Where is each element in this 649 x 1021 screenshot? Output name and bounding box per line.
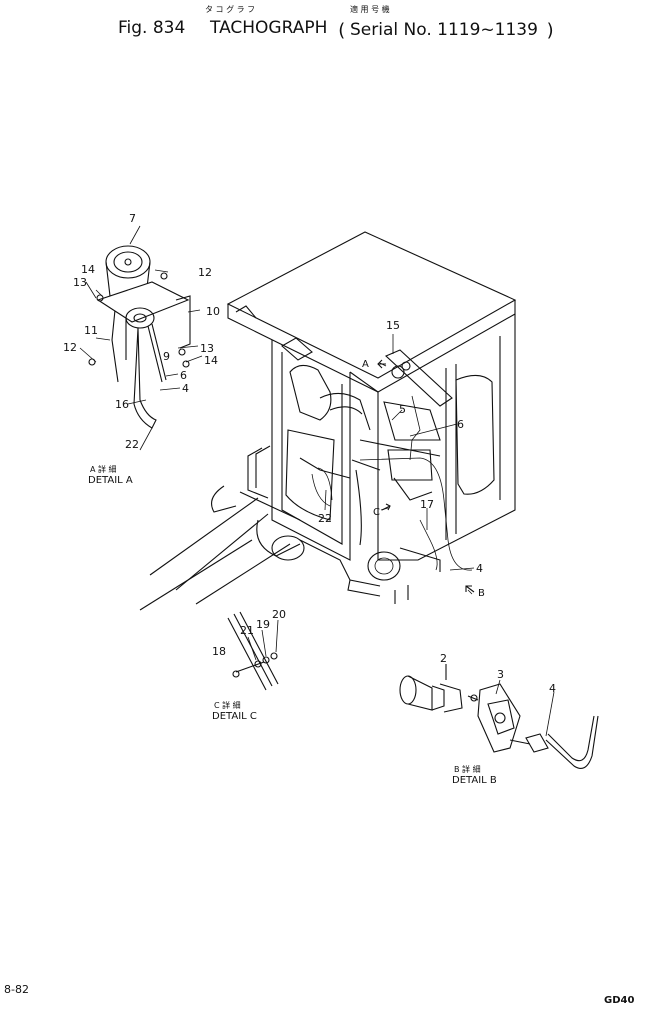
detail-a-callout-12: 12 [198,266,212,279]
detail-a-callout-10: 10 [206,305,220,318]
detail-a-callout-11: 11 [84,324,98,337]
detail-a-callout-7: 7 [129,212,136,225]
detail-a-callout-4: 4 [182,382,189,395]
detail-a-callout-14b: 14 [204,354,218,367]
detail-a-callout-12b: 12 [63,341,77,354]
callout-15: 15 [386,319,400,332]
callout-marker-a: A [362,359,369,370]
title-japanese: タ コ グ ラ フ [205,4,255,14]
detail-b-callout-2: 2 [440,652,447,665]
detail-a-callout-22: 22 [125,438,139,451]
callout-5: 5 [399,403,406,416]
detail-a-callout-14: 14 [81,263,95,276]
callout-22: 22 [318,512,332,525]
callout-6: 6 [457,418,464,431]
detail-b-callout-4: 4 [549,682,556,695]
machine-cab-drawing [139,231,517,611]
detail-a-callout-16: 16 [115,398,129,411]
title-name: TACHOGRAPH [209,18,327,38]
callout-4: 4 [476,562,483,575]
callout-marker-c: C [373,507,380,518]
detail-c-callout-20: 20 [272,608,286,621]
callout-marker-b: B [478,588,485,599]
detail-a-callout-13: 13 [73,276,87,289]
detail-c-caption-jp: C 詳 細 [214,700,241,710]
detail-c-caption: DETAIL C [212,711,257,722]
figure-title: タ コ グ ラ フ 適 用 号 機 Fig. 834 TACHOGRAPH ( … [118,4,556,41]
title-japanese-bracket: 適 用 号 機 [350,4,390,14]
model-code: GD40 [604,995,634,1006]
title-fig-number: Fig. 834 [118,18,185,38]
detail-a-callout-9: 9 [163,350,170,363]
detail-a-drawing [79,225,203,451]
detail-a-caption: DETAIL A [88,475,133,486]
title-paren-close: ) [545,20,556,41]
page-number: 8-82 [4,983,29,996]
title-serial: Serial No. 1119~1139 [350,20,538,40]
detail-a-callout-6: 6 [180,369,187,382]
detail-b-callout-3: 3 [497,668,504,681]
detail-c-callout-18: 18 [212,645,226,658]
detail-c-callout-19: 19 [256,618,270,631]
detail-b-caption-jp: B 詳 細 [454,764,481,774]
detail-b-caption: DETAIL B [452,775,497,786]
detail-a-callout-13b: 13 [200,342,214,355]
detail-c-callout-21: 21 [240,624,254,637]
detail-a-caption-jp: A 詳 細 [90,464,117,474]
detail-c-drawing [227,611,279,691]
title-paren-open: ( [336,20,347,41]
callout-17: 17 [420,498,434,511]
detail-b-drawing [399,664,599,769]
